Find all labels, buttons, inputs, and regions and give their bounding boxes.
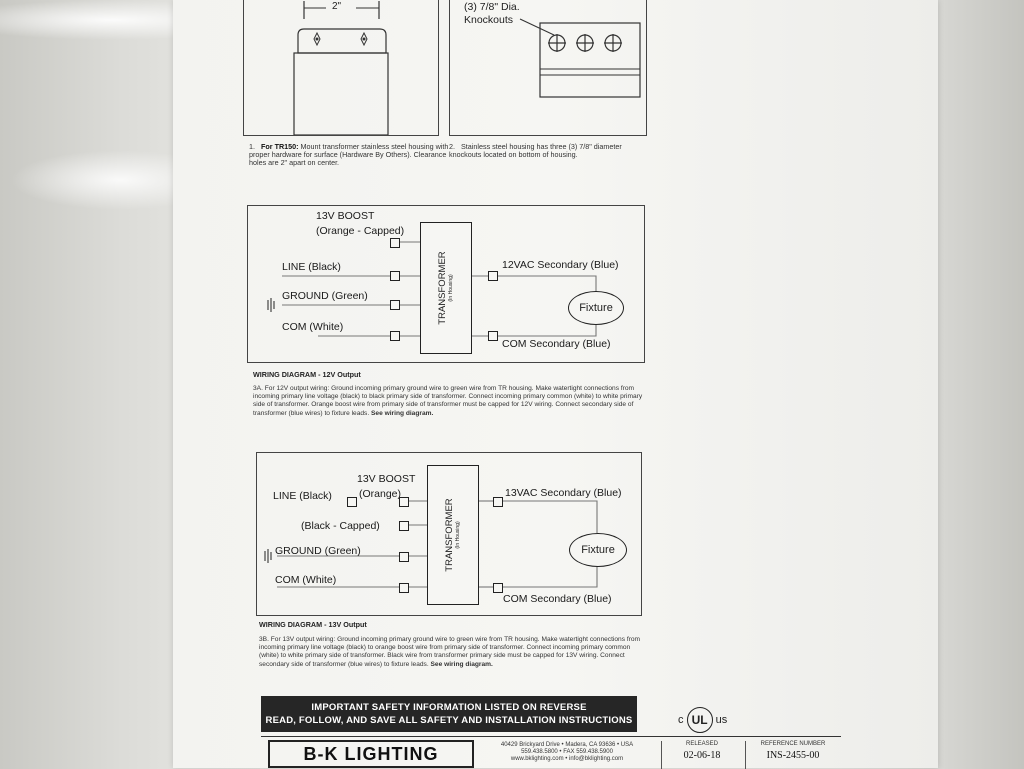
- terminal: [399, 497, 409, 507]
- mounting-figure-box: 2": [243, 0, 439, 136]
- wiring-lines-12v: [267, 241, 597, 337]
- knockout-figure-box: (3) 7/8" Dia. Knockouts: [449, 0, 647, 136]
- boost-label: 13V BOOST: [316, 210, 375, 222]
- boost-sublabel: (Orange - Capped): [316, 225, 405, 237]
- knockout-label-line1: (3) 7/8" Dia.: [464, 1, 520, 13]
- instruction-3b: 3B. For 13V output wiring: Ground incomi…: [259, 636, 641, 668]
- knockout-label-line2: Knockouts: [464, 14, 514, 26]
- step2-caption: 2. Stainless steel housing has three (3)…: [449, 142, 622, 159]
- line-label: LINE (Black): [282, 261, 341, 273]
- diagram-title-13v: WIRING DIAGRAM - 13V Output: [259, 620, 367, 629]
- line-label: LINE (Black): [273, 490, 332, 502]
- released-date: 02-06-18: [683, 750, 721, 761]
- footer: B-K LIGHTING 40429 Brickyard Drive • Mad…: [261, 736, 841, 769]
- ul-certification-mark: c UL us: [678, 707, 727, 733]
- boost-label: 13V BOOST: [357, 473, 416, 485]
- com-secondary-label: COM Secondary (Blue): [502, 338, 611, 350]
- instruction-3a: 3A. For 12V output wiring: Ground incomi…: [253, 385, 643, 417]
- transformer-label: TRANSFORMER: [444, 498, 455, 572]
- terminal: [390, 238, 400, 248]
- com-secondary-label: COM Secondary (Blue): [503, 593, 612, 605]
- terminal: [399, 552, 409, 562]
- terminal: [493, 497, 503, 507]
- terminal: [399, 521, 409, 531]
- transformer-sublabel: (In Housing): [448, 274, 454, 302]
- ul-suffix: us: [715, 713, 728, 726]
- company-address: 40429 Brickyard Drive • Madera, CA 93636…: [500, 742, 634, 762]
- released-cell: RELEASED 02-06-18: [661, 741, 742, 769]
- terminal: [399, 583, 409, 593]
- dimension-label: 2": [332, 1, 342, 12]
- secondary-label: 12VAC Secondary (Blue): [502, 259, 619, 271]
- diagram-title-12v: WIRING DIAGRAM - 12V Output: [253, 370, 361, 379]
- reference-cell: REFERENCE NUMBER INS-2455-00: [745, 741, 840, 769]
- ground-label: GROUND (Green): [275, 545, 361, 557]
- terminal: [390, 271, 400, 281]
- step1-caption: 1. For TR150: Mount transformer stainles…: [249, 142, 449, 167]
- transformer-block: TRANSFORMER(In Housing): [427, 465, 479, 605]
- safety-line-1: IMPORTANT SAFETY INFORMATION LISTED ON R…: [311, 702, 587, 713]
- terminal: [488, 331, 498, 341]
- boost-sublabel: (Orange): [359, 488, 402, 500]
- terminal: [390, 331, 400, 341]
- released-label: RELEASED: [685, 741, 718, 747]
- secondary-label: 13VAC Secondary (Blue): [505, 487, 622, 499]
- com-label: COM (White): [275, 574, 337, 586]
- transformer-label: TRANSFORMER: [437, 251, 448, 325]
- ul-prefix: c: [678, 713, 684, 726]
- fixture-symbol: Fixture: [568, 291, 624, 325]
- company-logo: B-K LIGHTING: [268, 740, 474, 768]
- terminal: [493, 583, 503, 593]
- ground-label: GROUND (Green): [282, 290, 368, 302]
- safety-banner: IMPORTANT SAFETY INFORMATION LISTED ON R…: [261, 696, 637, 732]
- wiring-diagram-13v: 13V BOOST (Orange) LINE (Black) (Black -…: [256, 452, 642, 616]
- mounting-illustration: [293, 1, 389, 136]
- wiring-diagram-12v: 13V BOOST (Orange - Capped) LINE (Black)…: [247, 205, 645, 363]
- com-label: COM (White): [282, 321, 344, 333]
- terminal: [488, 271, 498, 281]
- wiring-lines-13v: [264, 500, 598, 588]
- ul-logo-icon: UL: [686, 707, 713, 733]
- safety-line-2: READ, FOLLOW, AND SAVE ALL SAFETY AND IN…: [265, 715, 633, 726]
- housing-bottom-illustration: [519, 18, 641, 98]
- terminal: [390, 300, 400, 310]
- transformer-block: TRANSFORMER(In Housing): [420, 222, 472, 354]
- capped-label: (Black - Capped): [301, 520, 380, 532]
- instruction-sheet: 2" 1. For TR150: Mount transformer stain…: [173, 0, 938, 769]
- fixture-symbol: Fixture: [569, 533, 627, 567]
- terminal: [347, 497, 357, 507]
- reference-label: REFERENCE NUMBER: [760, 741, 826, 747]
- transformer-sublabel: (In Housing): [455, 521, 461, 549]
- reference-number: INS-2455-00: [766, 750, 820, 761]
